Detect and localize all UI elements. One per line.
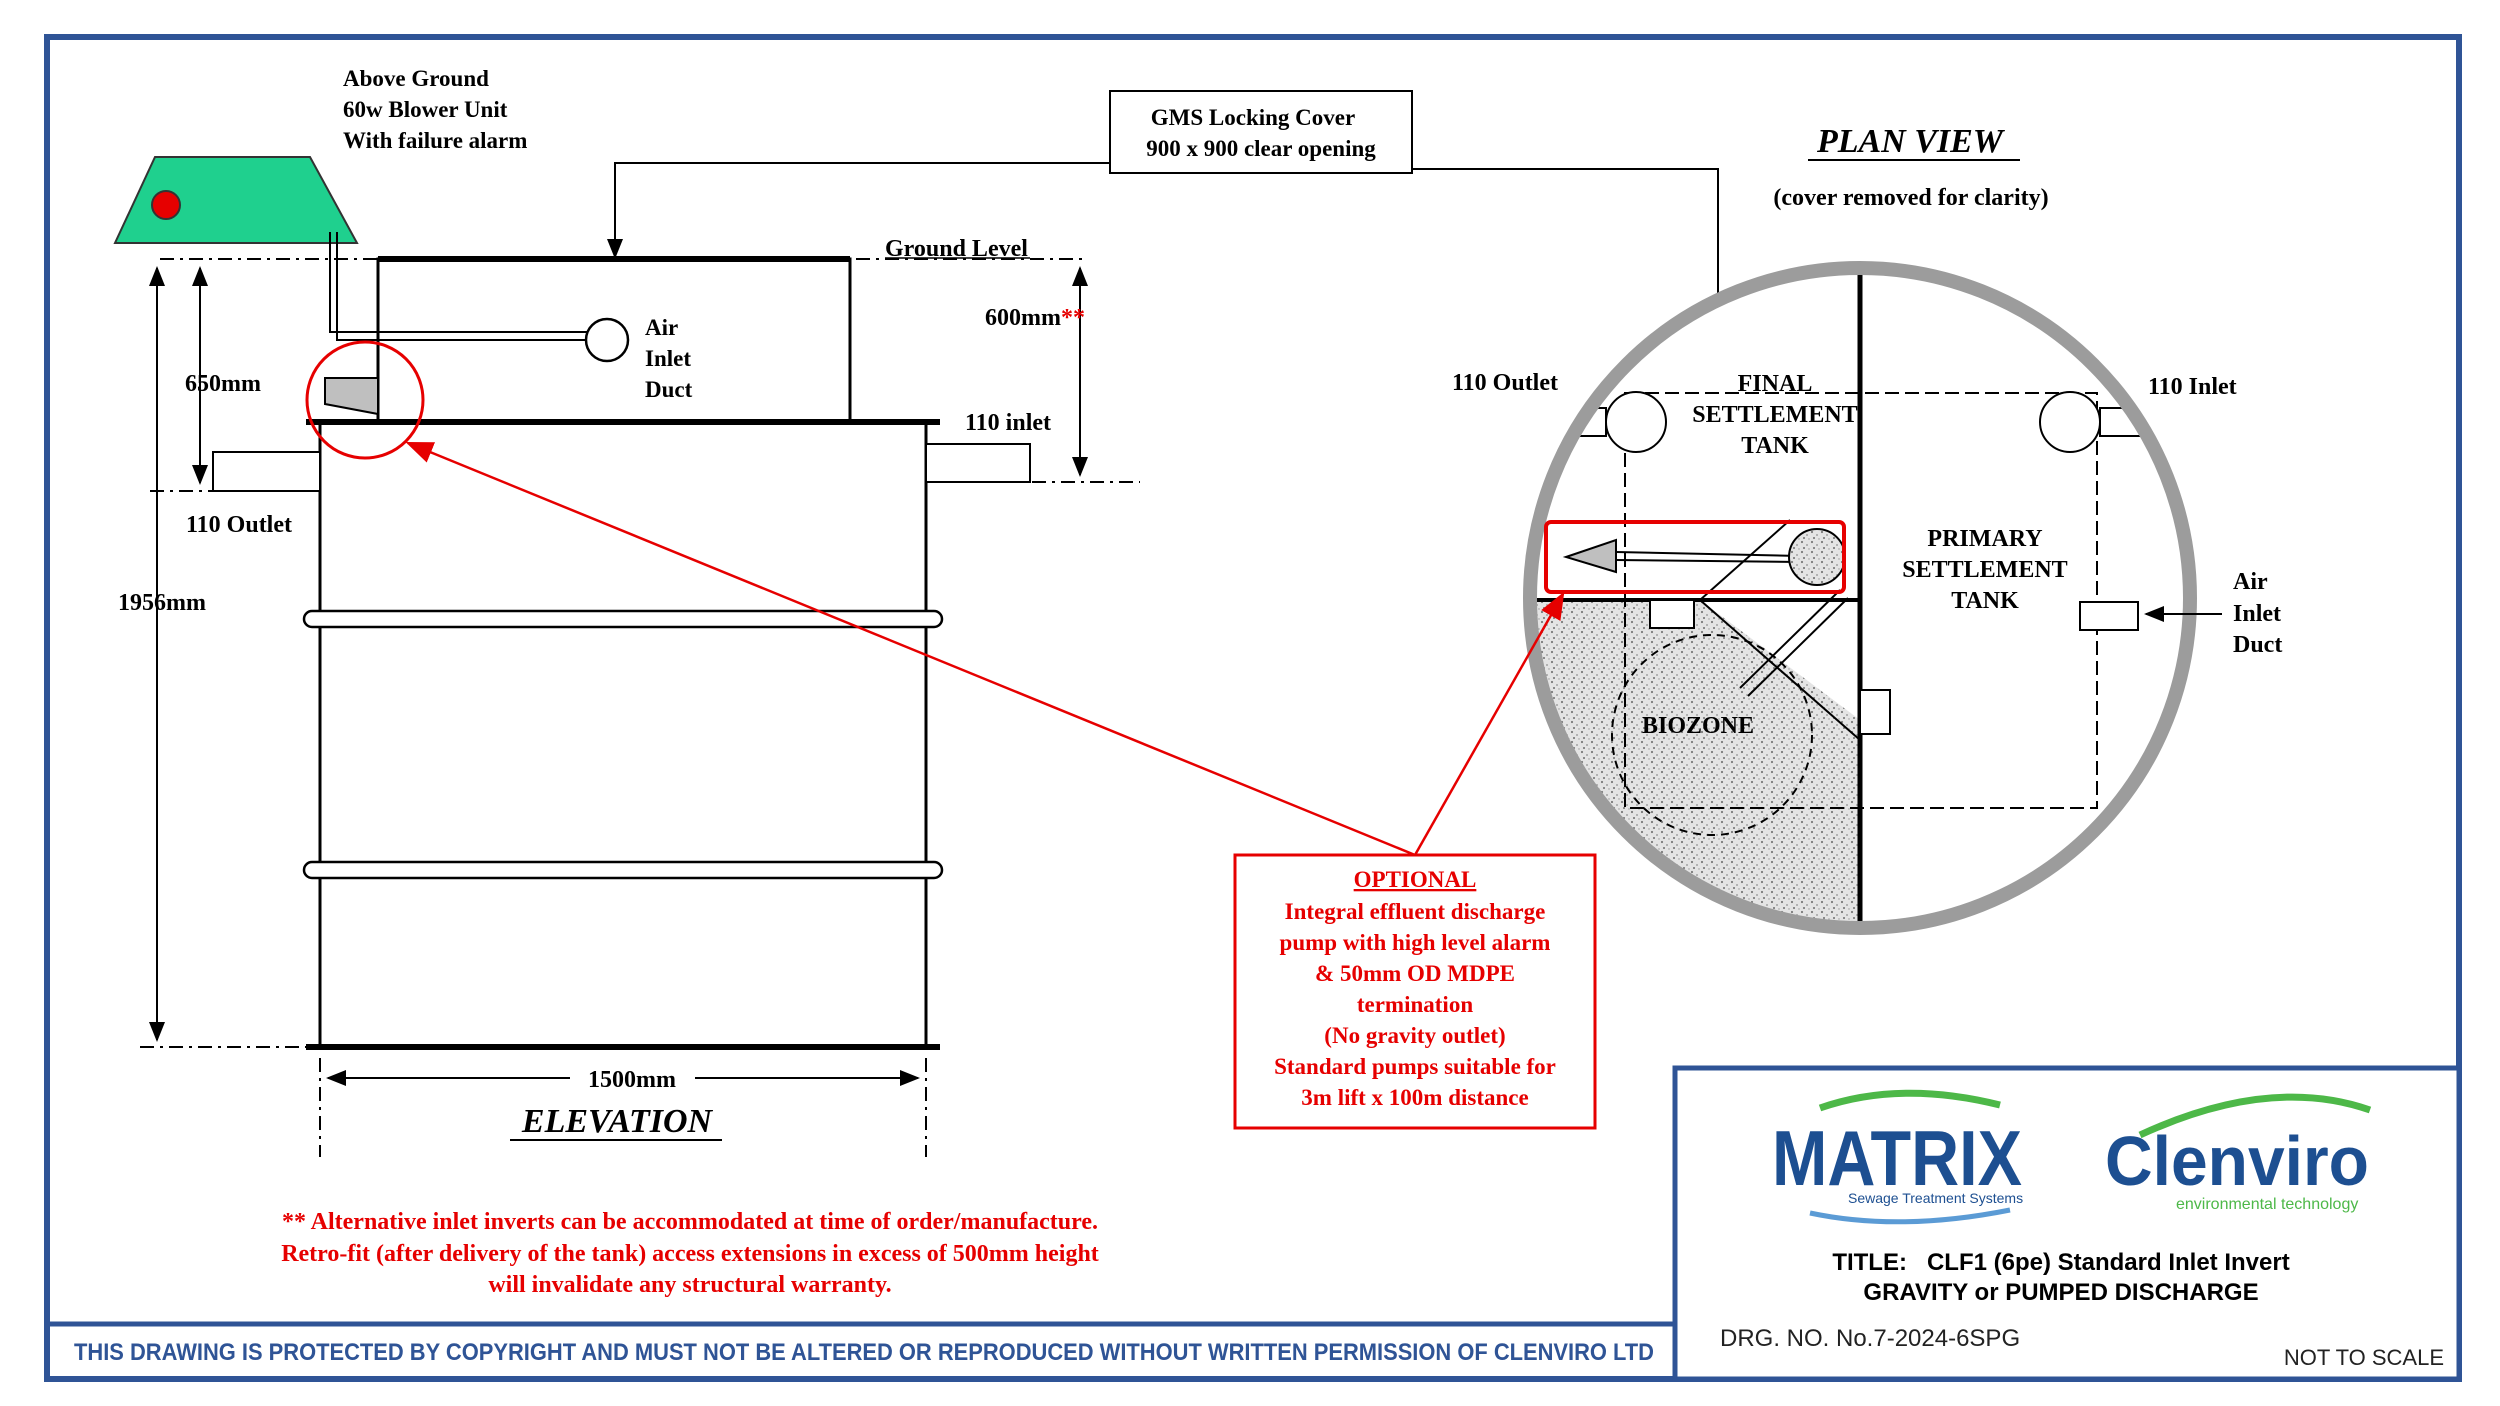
optional-line-1: Integral effluent discharge <box>1285 899 1546 924</box>
optional-leader-elevation <box>405 441 1416 857</box>
optional-line-5: (No gravity outlet) <box>1324 1023 1505 1048</box>
plan-view-subtitle: (cover removed for clarity) <box>1773 185 2048 211</box>
matrix-tagline: Sewage Treatment Systems <box>1848 1190 2023 1206</box>
optional-line-7: 3m lift x 100m distance <box>1301 1085 1528 1110</box>
cover-label-box <box>1109 90 1413 174</box>
inlet-invert-note: ** Alternative inlet inverts can be acco… <box>281 1209 1099 1298</box>
blower-label: Above Ground 60w Blower Unit With failur… <box>343 66 527 153</box>
plan-air-duct <box>2079 601 2139 631</box>
dim-600-label: 600mm** <box>985 305 1085 331</box>
matrix-logo: MATRIX Sewage Treatment Systems <box>1772 1089 2023 1225</box>
final-tank-label: FINAL SETTLEMENT TANK <box>1692 371 1857 459</box>
optional-line-6: Standard pumps suitable for <box>1274 1054 1556 1079</box>
final-tank-line-3: TANK <box>1741 433 1809 459</box>
dim-1956-label: 1956mm <box>118 590 206 616</box>
primary-tank-line-1: PRIMARY <box>1927 526 2042 552</box>
plan-air-inlet-line-2: Inlet <box>2233 601 2281 627</box>
air-inlet-label-1: Air <box>645 315 678 340</box>
optional-text: OPTIONAL Integral effluent discharge pum… <box>1274 867 1556 1110</box>
optional-box <box>1233 853 1597 1130</box>
blower-unit <box>113 156 359 244</box>
outlet-110-pipe <box>212 451 321 492</box>
copyright-notice: THIS DRAWING IS PROTECTED BY COPYRIGHT A… <box>74 1339 1654 1366</box>
inlet-110-label: 110 inlet <box>965 410 1051 436</box>
tank-rib-2 <box>302 860 944 880</box>
note-line-2: Retro-fit (after delivery of the tank) a… <box>281 1241 1099 1267</box>
blower-label-line-1: Above Ground <box>343 66 489 91</box>
dim-1500-label: 1500mm <box>588 1067 676 1093</box>
blower-label-line-2: 60w Blower Unit <box>343 97 508 122</box>
plan-inlet-port <box>2039 391 2101 453</box>
primary-tank-line-2: SETTLEMENT <box>1902 557 2067 583</box>
outlet-110-label: 110 Outlet <box>186 512 292 538</box>
plan-air-inlet-line-1: Air <box>2233 569 2268 595</box>
note-line-3: will invalidate any structural warranty. <box>488 1272 891 1298</box>
elevation-title: ELEVATION <box>521 1103 714 1140</box>
plan-view-title: PLAN VIEW <box>1816 123 2006 160</box>
air-pipe <box>329 232 588 333</box>
magnifier-rim <box>1523 261 2197 935</box>
optional-line-2: pump with high level alarm <box>1280 930 1551 955</box>
plan-pump-cone-icon <box>1562 538 1617 574</box>
plan-inlet-label: 110 Inlet <box>2148 374 2237 400</box>
cover-label-line-1: GMS Locking Cover <box>1151 105 1355 130</box>
pump-discharge-cone-icon <box>324 377 379 416</box>
biozone-label: BIOZONE <box>1642 713 1754 739</box>
cover-label-line-2: 900 x 900 clear opening <box>1146 136 1376 161</box>
air-inlet-label-2: Inlet <box>645 346 691 371</box>
matrix-logo-text: MATRIX <box>1772 1114 2022 1202</box>
final-tank-line-1: FINAL <box>1738 371 1813 397</box>
chamber-outline <box>1624 392 2098 809</box>
plan-optional-highlight <box>1544 520 1846 594</box>
clenviro-logo-text: Clenviro <box>2105 1122 2369 1200</box>
drawing-title: TITLE: CLF1 (6pe) Standard Inlet Invert <box>1832 1249 2289 1276</box>
primary-tank-label: PRIMARY SETTLEMENT TANK <box>1902 526 2067 614</box>
tank-rib-1 <box>302 609 944 629</box>
alarm-light-icon <box>151 190 181 220</box>
scale-note: NOT TO SCALE <box>2284 1345 2444 1370</box>
optional-heading: OPTIONAL <box>1354 867 1477 892</box>
optional-highlight-circle <box>305 340 425 460</box>
air-inlet-duct-icon <box>584 317 630 363</box>
primary-tank-line-3: TANK <box>1951 588 2019 614</box>
air-inlet-label-3: Duct <box>645 377 693 402</box>
optional-leader-plan <box>1413 591 1565 856</box>
clenviro-tagline: environmental technology <box>2176 1196 2358 1213</box>
plan-outlet-port <box>1605 391 1667 453</box>
note-line-1: ** Alternative inlet inverts can be acco… <box>282 1209 1098 1235</box>
cover-leader-left <box>607 162 1110 259</box>
drawing-number: DRG. NO. No.7-2024-6SPG <box>1720 1325 2020 1352</box>
blower-label-line-3: With failure alarm <box>343 128 527 153</box>
plan-pump-chamber <box>1788 528 1846 586</box>
air-inlet-duct-label: Air Inlet Duct <box>645 315 693 402</box>
optional-line-3: & 50mm OD MDPE <box>1315 961 1515 986</box>
plan-view-magnifier <box>1523 261 2197 935</box>
plan-air-inlet-line-3: Duct <box>2233 632 2282 658</box>
optional-line-4: termination <box>1357 992 1473 1017</box>
inlet-110-pipe <box>925 443 1031 483</box>
plan-outlet-label: 110 Outlet <box>1452 370 1558 396</box>
dim-650-label: 650mm <box>185 371 261 397</box>
biozone-outline <box>1611 634 1813 836</box>
outer-border <box>44 34 2462 1382</box>
final-tank-line-2: SETTLEMENT <box>1692 402 1857 428</box>
clenviro-logo: Clenviro environmental technology <box>2105 1093 2372 1213</box>
plan-air-inlet-label: Air Inlet Duct <box>2233 569 2282 658</box>
tank-body <box>318 420 928 1049</box>
title-block <box>1672 1065 2462 1382</box>
drawing-subtitle: GRAVITY or PUMPED DISCHARGE <box>1863 1279 2258 1306</box>
